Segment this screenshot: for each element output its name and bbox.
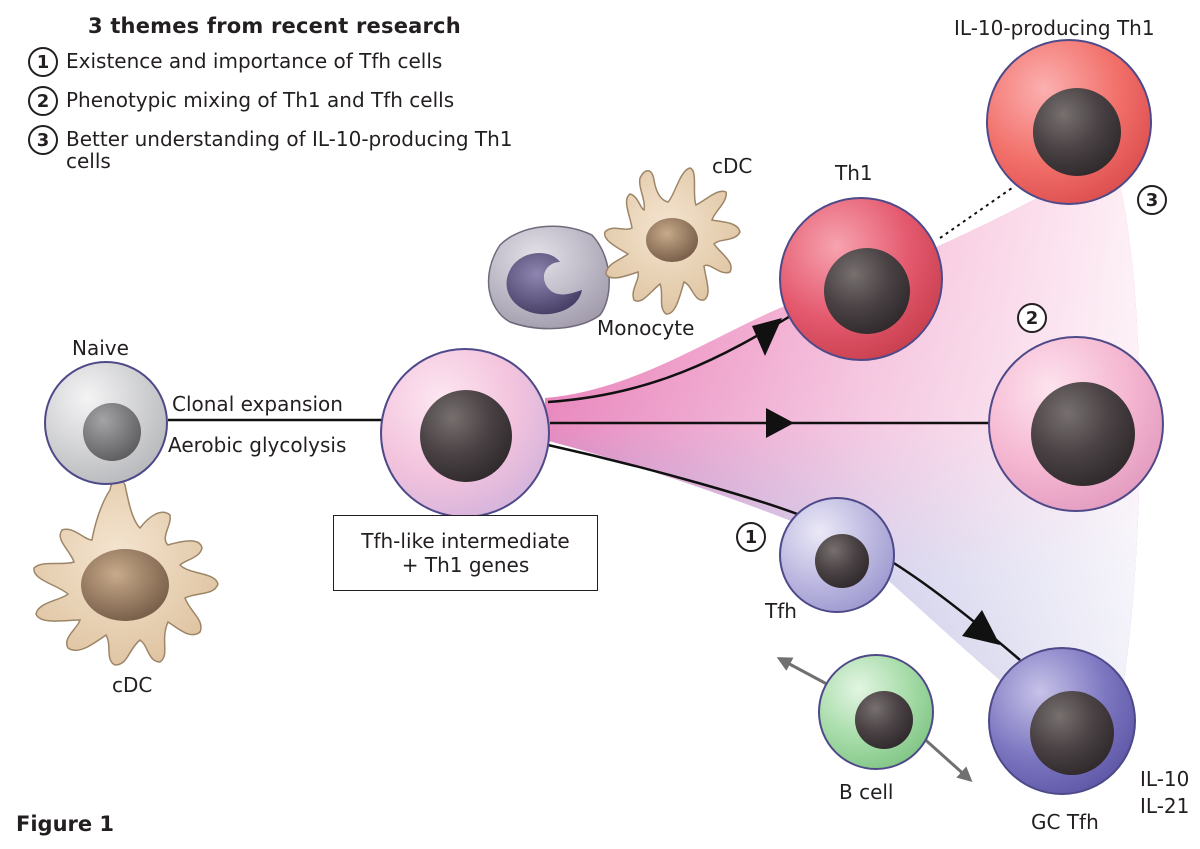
gc-tfh-cell	[988, 647, 1136, 795]
legend-title: 3 themes from recent research	[88, 14, 461, 38]
theme-item-2: 2 Phenotypic mixing of Th1 and Tfh cells	[28, 86, 588, 116]
mixed-arrowhead	[766, 408, 794, 438]
cdc-cell-left	[33, 477, 219, 666]
theme-number-1: 1	[28, 47, 58, 77]
naive-cell	[44, 361, 168, 485]
themes-legend: 3 themes from recent research 1 Existenc…	[28, 14, 588, 172]
th1-cell	[779, 197, 943, 361]
cdc-left-nucleus	[81, 549, 169, 621]
badge-tfh: 1	[736, 522, 766, 552]
monocyte-cell	[487, 225, 610, 330]
b-cell	[818, 654, 934, 770]
theme-text-1: Existence and importance of Tfh cells	[66, 49, 443, 73]
monocyte-nucleus	[506, 252, 582, 315]
monocyte-label: Monocyte	[597, 316, 695, 340]
intermediate-caption-line1: Tfh-like intermediate	[361, 529, 570, 553]
badge-il10-th1: 3	[1137, 185, 1167, 215]
th1-nucleus	[824, 248, 910, 334]
il10-th1-label: IL-10-producing Th1	[954, 16, 1155, 40]
b-cell-label: B cell	[839, 780, 894, 804]
gc-tfh-label: GC Tfh	[1031, 810, 1099, 834]
aerobic-glycolysis-label: Aerobic glycolysis	[168, 433, 347, 457]
intermediate-caption-line2: + Th1 genes	[401, 553, 530, 577]
theme-text-2: Phenotypic mixing of Th1 and Tfh cells	[66, 88, 455, 112]
naive-label: Naive	[72, 336, 129, 360]
gc-tfh-arrowhead	[962, 610, 1000, 645]
differentiation-fan	[545, 150, 1140, 760]
cdc-top-nucleus	[646, 218, 698, 262]
theme-item-3: 3 Better understanding of IL-10-producin…	[28, 125, 588, 172]
th1-label: Th1	[835, 161, 873, 185]
il21-label: IL-21	[1140, 794, 1190, 818]
il10-th1-cell	[986, 39, 1152, 205]
theme-number-2: 2	[28, 86, 58, 116]
cdc-cell-top	[603, 167, 741, 315]
mixed-th1-tfh-cell	[988, 336, 1164, 512]
intermediate-nucleus	[420, 390, 512, 482]
cdc-left-label: cDC	[112, 673, 153, 697]
arrowheads	[752, 318, 1000, 645]
il10-label: IL-10	[1140, 767, 1190, 791]
intermediate-caption-box: Tfh-like intermediate + Th1 genes	[333, 515, 598, 591]
theme-text-3: Better understanding of IL-10-producing …	[66, 127, 513, 173]
tfh-label: Tfh	[765, 599, 797, 623]
tfh-nucleus	[815, 534, 869, 588]
b-cell-nucleus	[855, 691, 913, 749]
b-cell-right-arrow	[918, 733, 973, 783]
th1-arrowhead	[752, 318, 782, 356]
badge-mixed: 2	[1017, 303, 1047, 333]
figure-label: Figure 1	[16, 812, 115, 836]
tfh-cell	[779, 497, 895, 613]
il10-th1-nucleus	[1033, 88, 1121, 176]
clonal-expansion-label: Clonal expansion	[172, 392, 343, 416]
mixed-nucleus	[1031, 382, 1135, 486]
cdc-top-label: cDC	[712, 154, 753, 178]
intermediate-cell	[380, 348, 550, 518]
th1-to-il10-th1-dotted-line	[939, 187, 1013, 239]
theme-item-1: 1 Existence and importance of Tfh cells	[28, 47, 588, 77]
theme-number-3: 3	[28, 125, 58, 155]
gc-tfh-nucleus	[1030, 691, 1114, 775]
naive-nucleus	[83, 403, 141, 461]
